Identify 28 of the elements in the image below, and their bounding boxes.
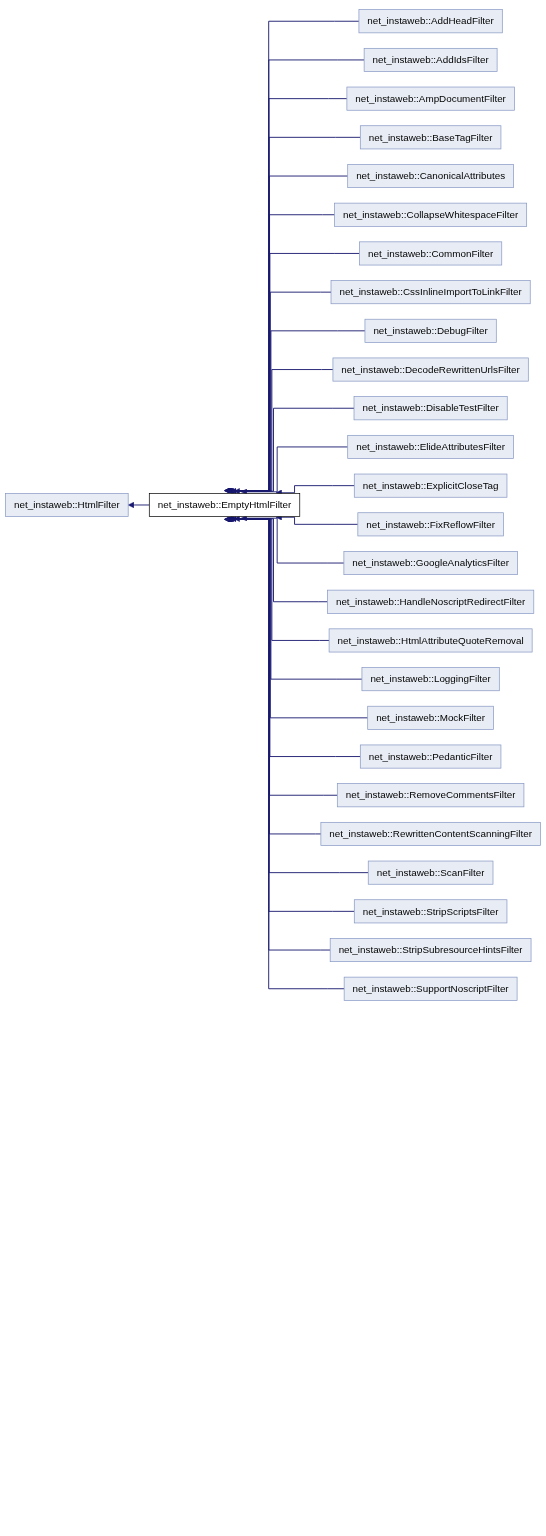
node-box: net_instaweb::AmpDocumentFilter	[346, 86, 515, 111]
node-box: net_instaweb::DecodeRewrittenUrlsFilter	[332, 357, 529, 382]
node-box: net_instaweb::EmptyHtmlFilter	[148, 493, 301, 517]
node-box: net_instaweb::ExplicitCloseTag	[353, 473, 508, 498]
node-box: net_instaweb::PedanticFilter	[359, 744, 502, 769]
node-box: net_instaweb::FixReflowFilter	[357, 512, 504, 537]
node-box: net_instaweb::StripSubresourceHintsFilter	[329, 938, 532, 962]
node-box: net_instaweb::StripScriptsFilter	[353, 899, 508, 924]
node-box: net_instaweb::BaseTagFilter	[359, 125, 502, 150]
node-box: net_instaweb::CssInlineImportToLinkFilter	[330, 280, 531, 305]
node-box: net_instaweb::CollapseWhitespaceFilter	[334, 202, 527, 227]
node-box: net_instaweb::RewrittenContentScanningFilter	[320, 822, 541, 846]
node-box: net_instaweb::ScanFilter	[367, 860, 494, 885]
node-box: net_instaweb::MockFilter	[367, 705, 494, 730]
node-box: net_instaweb::AddIdsFilter	[363, 48, 498, 72]
node-box: net_instaweb::ElideAttributesFilter	[347, 434, 514, 459]
node-box: net_instaweb::GoogleAnalyticsFilter	[343, 551, 518, 575]
node-box: net_instaweb::SupportNoscriptFilter	[343, 976, 518, 1001]
node-box: net_instaweb::DebugFilter	[364, 318, 497, 343]
node-box: net_instaweb::LoggingFilter	[361, 667, 500, 692]
node-box: net_instaweb::DisableTestFilter	[353, 396, 508, 421]
node-box: net_instaweb::HtmlFilter	[5, 493, 129, 517]
node-box: net_instaweb::RemoveCommentsFilter	[336, 783, 525, 808]
node-box: net_instaweb::CanonicalAttributes	[347, 164, 514, 188]
node-box: net_instaweb::CommonFilter	[359, 241, 503, 266]
node-box: net_instaweb::AddHeadFilter	[358, 9, 503, 34]
node-box: net_instaweb::HandleNoscriptRedirectFilter	[327, 589, 535, 614]
node-box: net_instaweb::HtmlAttributeQuoteRemoval	[328, 628, 533, 653]
